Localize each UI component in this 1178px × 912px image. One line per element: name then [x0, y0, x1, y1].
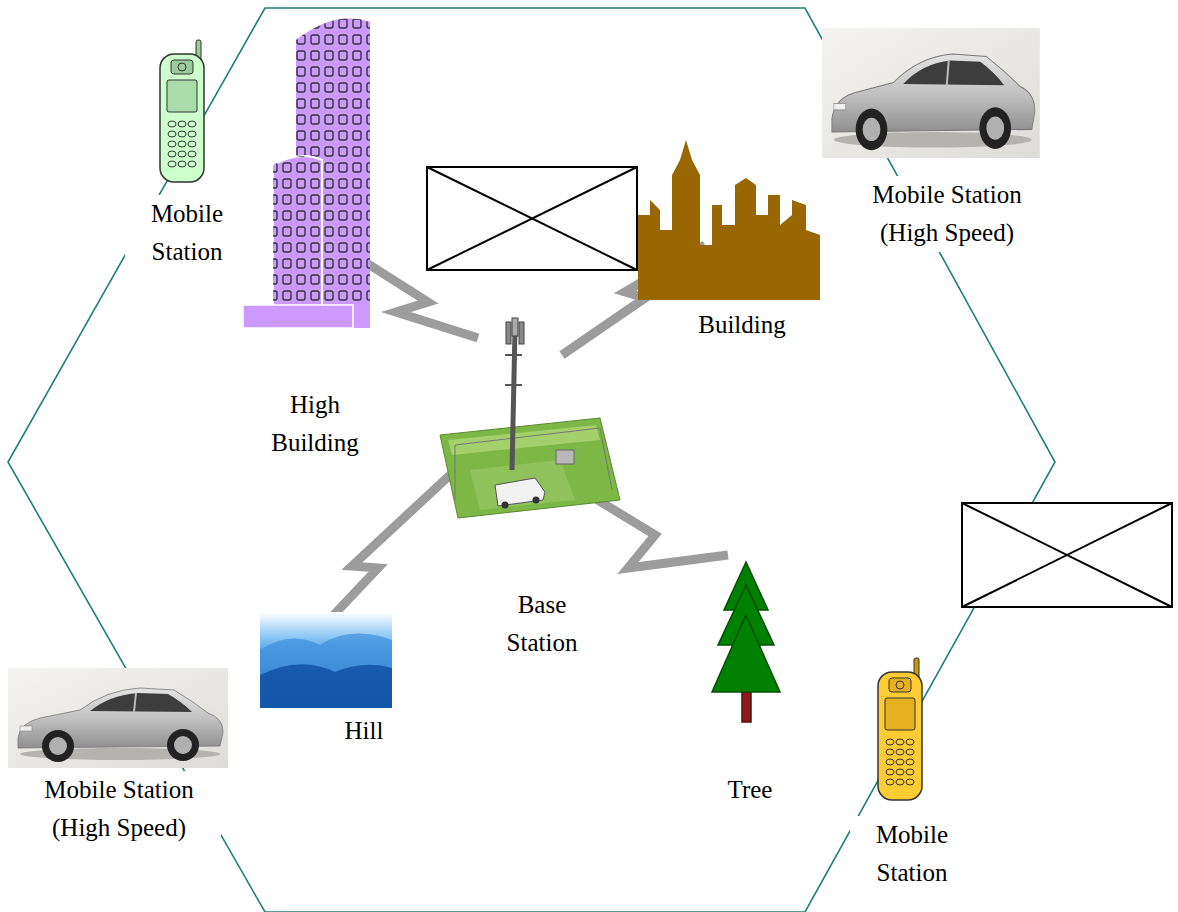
radio-link	[310, 245, 728, 640]
text-label: Building	[680, 306, 804, 344]
cell-hexagon	[8, 8, 1055, 912]
city-building	[638, 140, 820, 300]
text-label: Tree	[708, 771, 792, 809]
high-building	[243, 19, 370, 328]
text-label: Base Station	[490, 586, 594, 662]
text-label: Mobile Station	[850, 816, 974, 892]
text-label: Hill	[322, 712, 406, 750]
mobile-phone	[160, 40, 204, 182]
hill	[260, 612, 392, 708]
car	[8, 668, 228, 768]
text-label: High Building	[258, 386, 372, 462]
car	[822, 28, 1040, 158]
text-label: Mobile Station	[125, 195, 249, 271]
placeholder-box	[962, 503, 1172, 607]
mobile-phone	[878, 658, 922, 800]
text-label: Mobile Station (High Speed)	[845, 176, 1049, 252]
placeholder-box	[427, 167, 637, 270]
base-station	[440, 318, 620, 518]
tree	[712, 562, 780, 722]
text-label: Mobile Station (High Speed)	[17, 771, 221, 847]
